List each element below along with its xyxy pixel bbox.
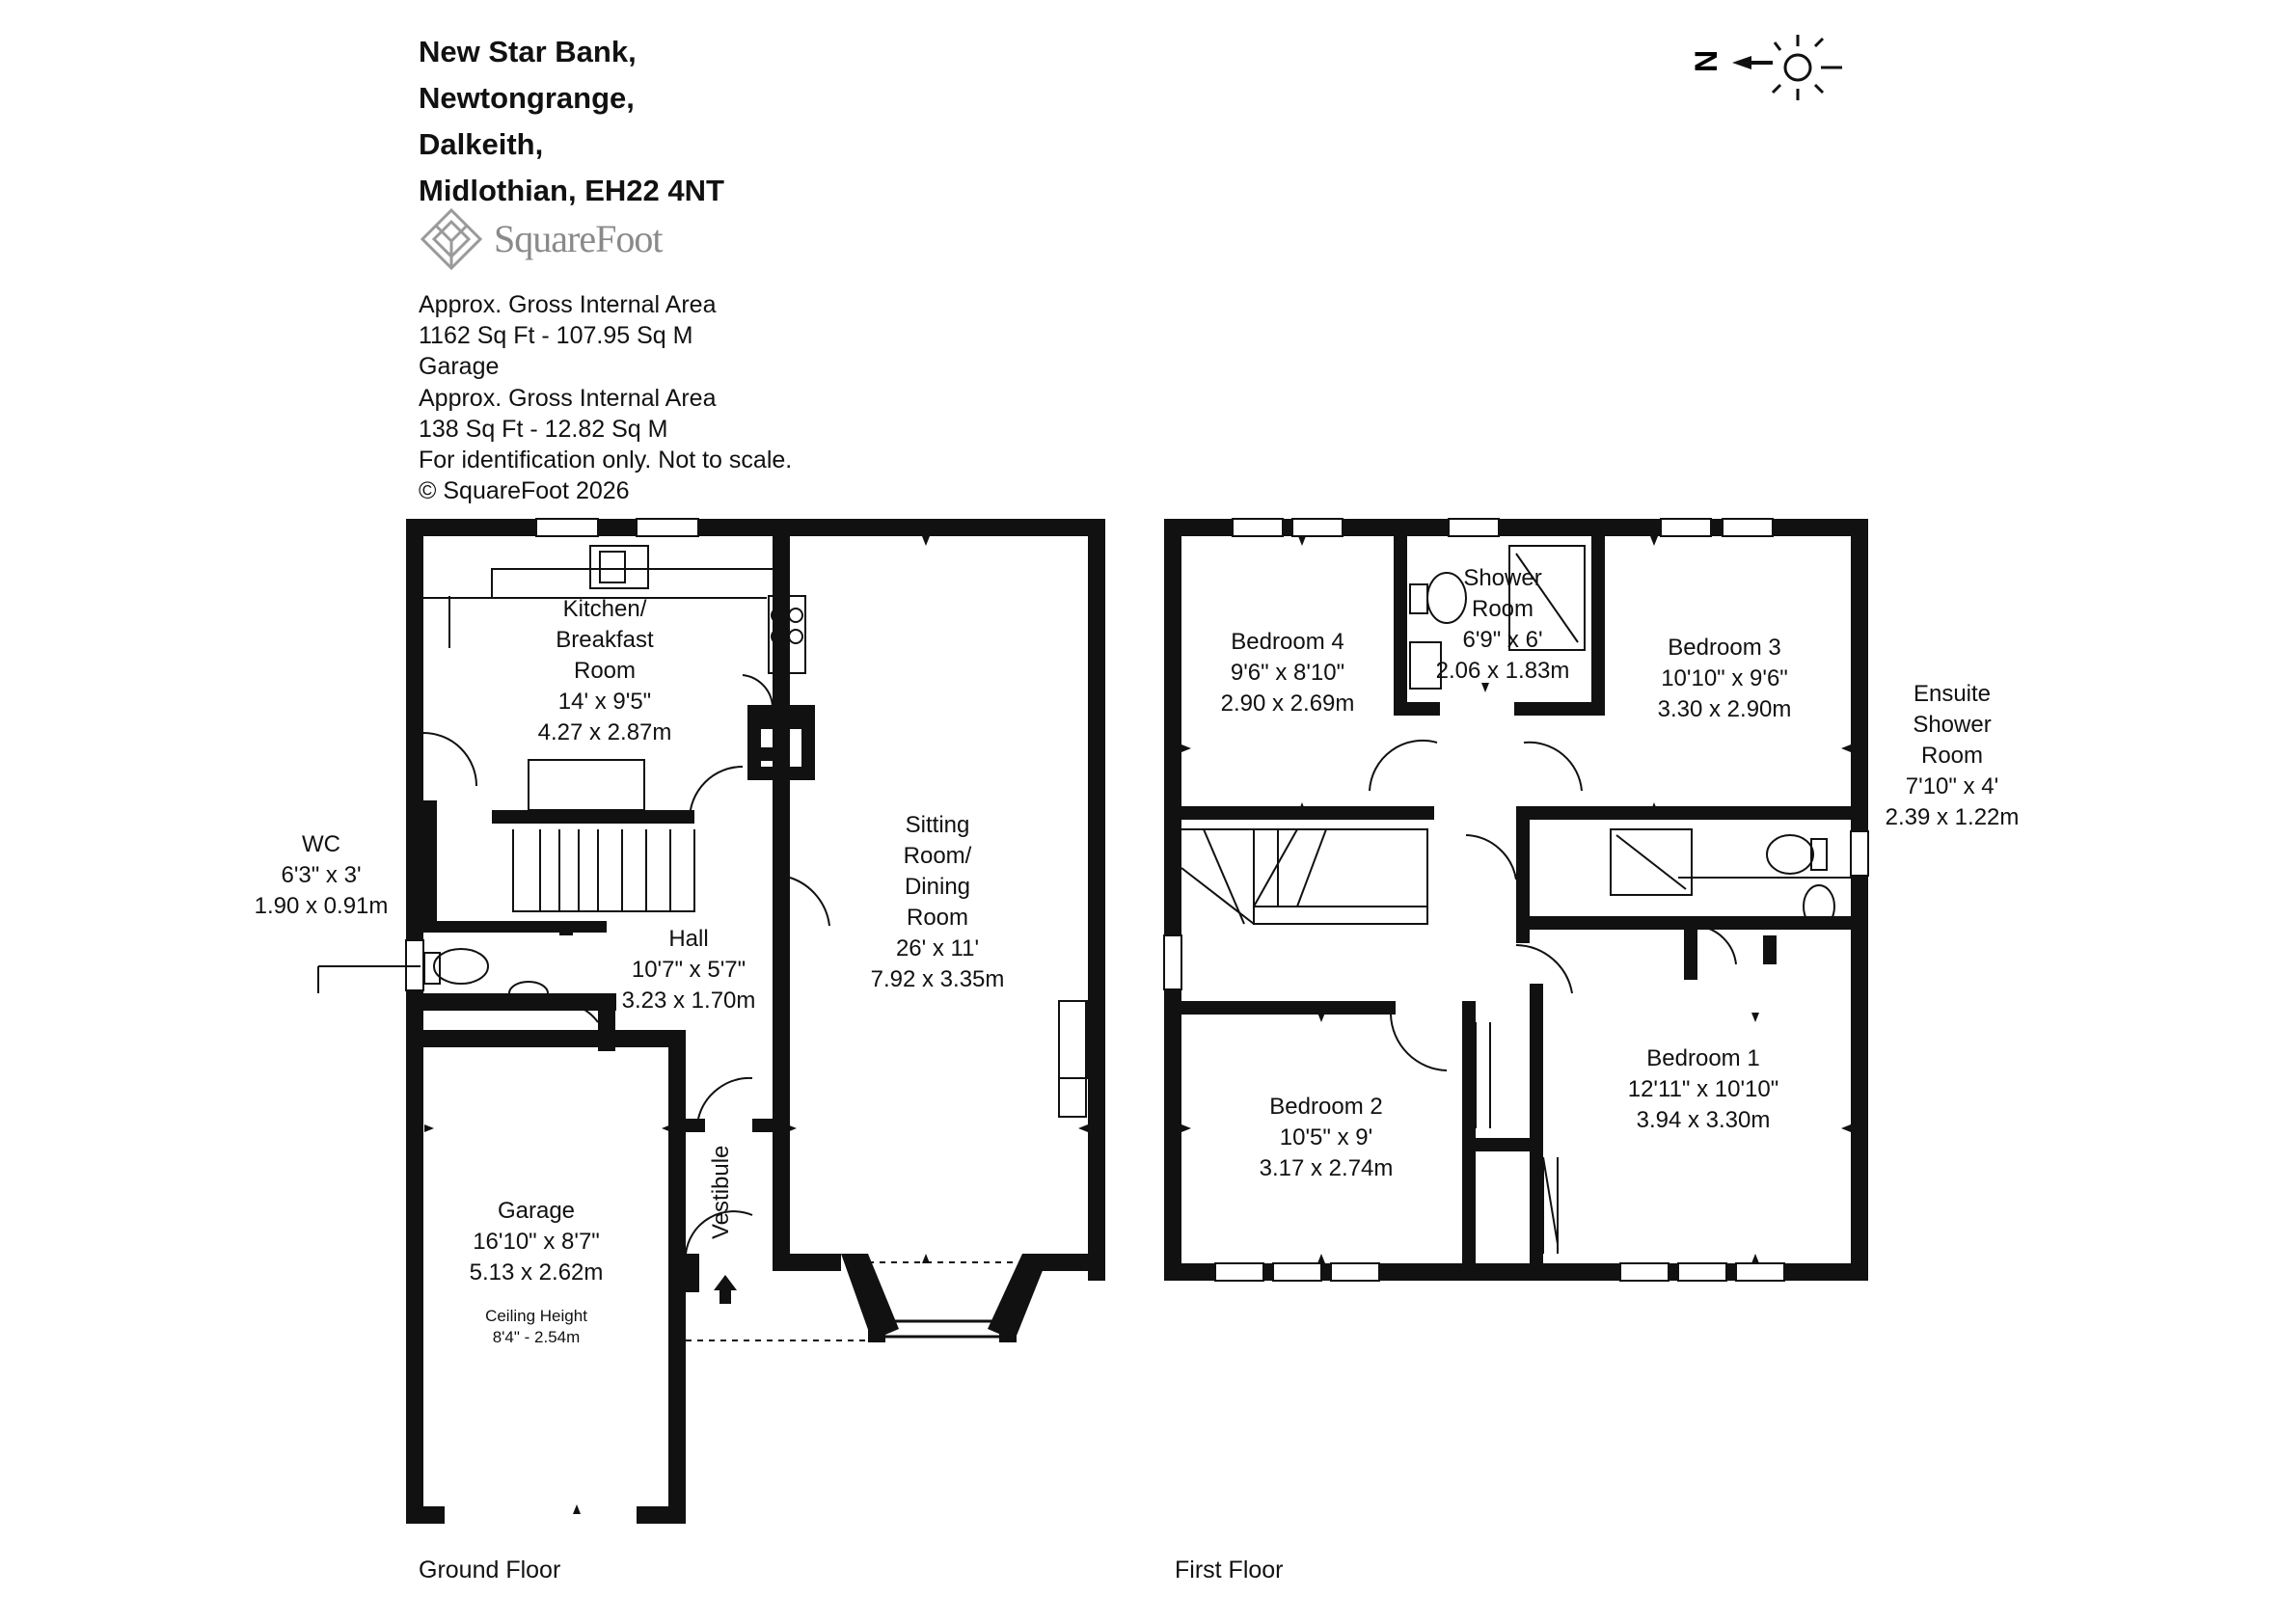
info-line: 1162 Sq Ft - 107.95 Sq M bbox=[419, 322, 693, 350]
wall bbox=[1088, 519, 1105, 1281]
room-label-sitting: Sitting Room/ Dining Room 26' x 11' 7.92… bbox=[871, 810, 1005, 995]
info-line: For identification only. Not to scale. bbox=[419, 447, 793, 474]
room-name: Room bbox=[1471, 596, 1534, 622]
wall bbox=[406, 1030, 423, 1524]
address-line: Dalkeith, bbox=[419, 127, 544, 161]
wall bbox=[637, 1506, 686, 1524]
wall bbox=[773, 536, 790, 753]
room-label-bedroom3: Bedroom 3 10'10" x 9'6" 3.30 x 2.90m bbox=[1658, 633, 1792, 725]
info-line: 138 Sq Ft - 12.82 Sq M bbox=[419, 415, 668, 443]
squarefoot-diamond-logo bbox=[420, 207, 483, 271]
room-imperial: 6'9" x 6' bbox=[1462, 627, 1543, 653]
area-info: Approx. Gross Internal Area 1162 Sq Ft -… bbox=[419, 289, 792, 506]
wall bbox=[423, 800, 437, 921]
room-imperial: 10'7" x 5'7" bbox=[631, 957, 746, 983]
room-name: Breakfast bbox=[556, 627, 654, 653]
room-name: Room/ bbox=[903, 843, 972, 869]
brand-name: SquareFoot bbox=[494, 217, 663, 260]
room-metric: 3.17 x 2.74m bbox=[1259, 1155, 1394, 1181]
room-imperial: 10'5" x 9' bbox=[1279, 1124, 1373, 1150]
room-label-ensuite: Ensuite Shower Room 7'10" x 4' 2.39 x 1.… bbox=[1886, 679, 2020, 833]
room-imperial: 7'10" x 4' bbox=[1905, 773, 1999, 799]
room-name: Room bbox=[573, 658, 637, 684]
room-imperial: 6'3" x 3' bbox=[281, 862, 362, 888]
wall bbox=[406, 519, 1105, 536]
room-label-kitchen: Kitchen/ Breakfast Room 14' x 9'5" 4.27 … bbox=[538, 594, 672, 748]
room-name: Bedroom 3 bbox=[1668, 635, 1781, 661]
wall bbox=[559, 921, 573, 935]
room-metric: 1.90 x 0.91m bbox=[254, 893, 389, 919]
room-name: Kitchen/ bbox=[562, 596, 647, 622]
info-line: Approx. Gross Internal Area bbox=[419, 291, 717, 318]
room-label-bedroom4: Bedroom 4 9'6" x 8'10" 2.90 x 2.69m bbox=[1221, 627, 1355, 719]
room-name: Dining bbox=[904, 874, 971, 900]
room-imperial: 16'10" x 8'7" bbox=[473, 1229, 600, 1255]
room-metric: 3.94 x 3.30m bbox=[1636, 1107, 1771, 1133]
room-name: Shower bbox=[1913, 712, 1992, 738]
room-name: Room bbox=[1920, 743, 1984, 769]
room-imperial: 10'10" x 9'6" bbox=[1661, 665, 1788, 691]
room-label-wc: WC 6'3" x 3' 1.90 x 0.91m bbox=[255, 829, 389, 922]
room-metric: 5.13 x 2.62m bbox=[469, 1259, 604, 1286]
wall bbox=[754, 747, 773, 761]
wall bbox=[406, 1030, 686, 1047]
wall bbox=[406, 1506, 445, 1524]
first-floor-caption: First Floor bbox=[1175, 1556, 1284, 1583]
north-label: N bbox=[1689, 50, 1724, 72]
room-metric: 2.90 x 2.69m bbox=[1220, 690, 1355, 717]
room-label-vestibule: Vestibule bbox=[708, 1145, 734, 1239]
info-line: Garage bbox=[419, 353, 500, 381]
room-label-hall: Hall 10'7" x 5'7" 3.23 x 1.70m bbox=[622, 924, 756, 1016]
room-metric: 2.39 x 1.22m bbox=[1885, 804, 2020, 830]
room-imperial: 14' x 9'5" bbox=[557, 689, 652, 715]
info-line: Approx. Gross Internal Area bbox=[419, 384, 717, 412]
wall bbox=[686, 1254, 699, 1292]
room-name: Sitting bbox=[905, 812, 970, 838]
ground-floor-caption: Ground Floor bbox=[419, 1556, 561, 1583]
room-name: Bedroom 2 bbox=[1269, 1094, 1383, 1120]
room-name: Room bbox=[906, 905, 969, 931]
wall bbox=[406, 519, 423, 1001]
room-metric: 7.92 x 3.35m bbox=[870, 966, 1005, 992]
room-imperial: 9'6" x 8'10" bbox=[1230, 660, 1345, 686]
address-line: Midlothian, EH22 4NT bbox=[419, 174, 724, 207]
wall bbox=[406, 993, 423, 1042]
room-name: Ensuite bbox=[1913, 681, 1992, 707]
north-arrow-sun-icon: N bbox=[1689, 35, 1842, 100]
address-line: New Star Bank, bbox=[419, 35, 637, 68]
room-name: WC bbox=[302, 831, 340, 857]
address-line: Newtongrange, bbox=[419, 81, 635, 115]
ceiling-height-label: Ceiling Height bbox=[485, 1307, 587, 1325]
room-imperial: 26' x 11' bbox=[895, 935, 980, 961]
room-name: Shower bbox=[1463, 565, 1542, 591]
room-label-garage: Garage 16'10" x 8'7" 5.13 x 2.62m Ceilin… bbox=[470, 1196, 604, 1348]
room-name: Hall bbox=[668, 926, 709, 952]
ground-floor-plan bbox=[406, 519, 1105, 1524]
room-label-shower: Shower Room 6'9" x 6' 2.06 x 1.83m bbox=[1436, 563, 1570, 687]
wall bbox=[492, 810, 694, 824]
room-metric: 2.06 x 1.83m bbox=[1435, 658, 1570, 684]
room-label-bedroom2: Bedroom 2 10'5" x 9' 3.17 x 2.74m bbox=[1260, 1092, 1394, 1184]
wall bbox=[423, 993, 616, 1011]
room-metric: 3.30 x 2.90m bbox=[1657, 696, 1792, 722]
room-name: Bedroom 1 bbox=[1646, 1045, 1760, 1071]
room-name: Bedroom 4 bbox=[1231, 629, 1344, 655]
wall bbox=[752, 1119, 781, 1132]
wall bbox=[423, 921, 607, 933]
room-metric: 4.27 x 2.87m bbox=[537, 719, 672, 745]
property-address: New Star Bank, Newtongrange, Dalkeith, M… bbox=[419, 29, 724, 214]
ceiling-height-value: 8'4" - 2.54m bbox=[492, 1328, 581, 1346]
copyright: © SquareFoot 2026 bbox=[419, 477, 630, 505]
room-label-bedroom1: Bedroom 1 12'11" x 10'10" 3.94 x 3.30m bbox=[1628, 1043, 1779, 1136]
room-name: Garage bbox=[497, 1198, 576, 1224]
room-imperial: 12'11" x 10'10" bbox=[1627, 1076, 1779, 1102]
wall bbox=[686, 1119, 705, 1132]
room-metric: 3.23 x 1.70m bbox=[621, 988, 756, 1014]
